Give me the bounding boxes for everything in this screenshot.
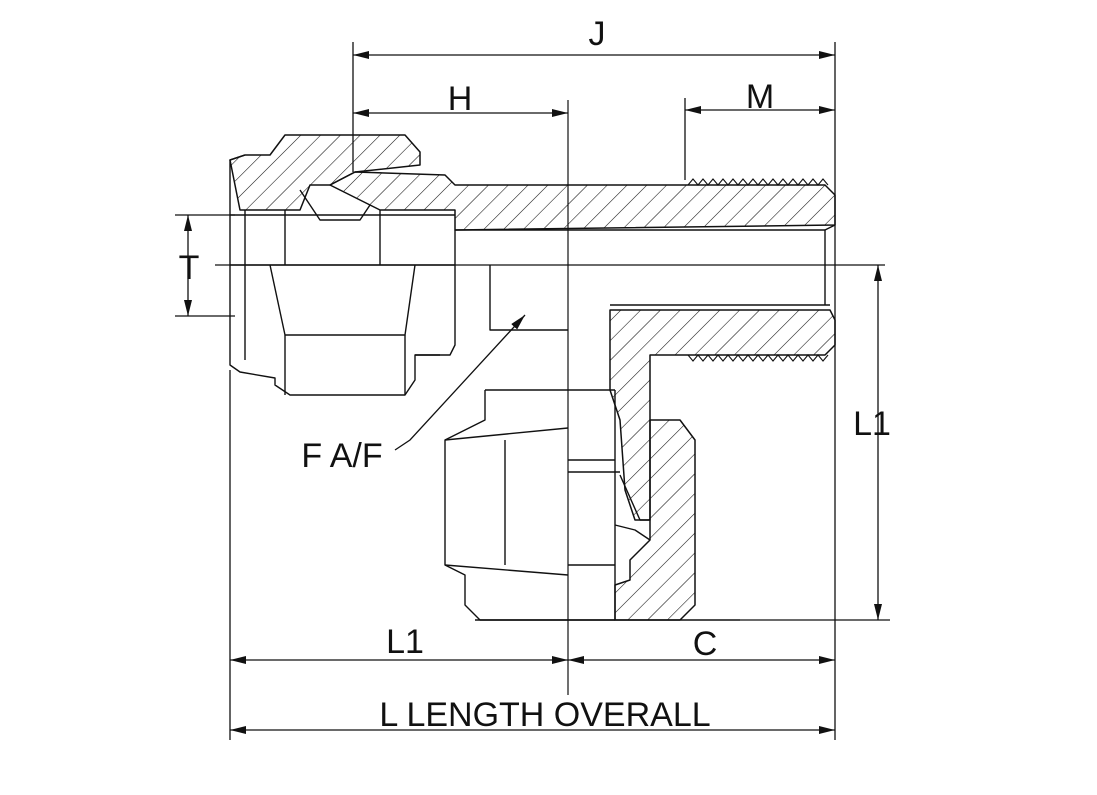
hatched-sections (229, 134, 836, 621)
center-lines (215, 100, 885, 695)
nut-top-section (229, 134, 421, 211)
thread-teeth (687, 178, 829, 362)
label-f: F A/F (301, 437, 382, 475)
fitting-outlines (229, 154, 836, 621)
body-top-wall (329, 171, 836, 231)
label-j: J (589, 15, 606, 53)
body-branch-wall (609, 309, 836, 521)
left-nut-outline (229, 154, 456, 396)
label-overall: L LENGTH OVERALL (379, 696, 710, 734)
label-l1-right: L1 (853, 405, 891, 443)
label-t: T (179, 249, 200, 287)
dim-f-leader (394, 314, 526, 451)
label-m: M (746, 78, 774, 116)
thread-profile (687, 178, 829, 186)
label-c: C (693, 625, 718, 663)
lower-nut-outline (444, 390, 615, 621)
thread-profile (687, 354, 829, 362)
label-l1-bottom: L1 (386, 623, 424, 661)
dimension-lines (175, 42, 890, 740)
label-h: H (448, 80, 473, 118)
